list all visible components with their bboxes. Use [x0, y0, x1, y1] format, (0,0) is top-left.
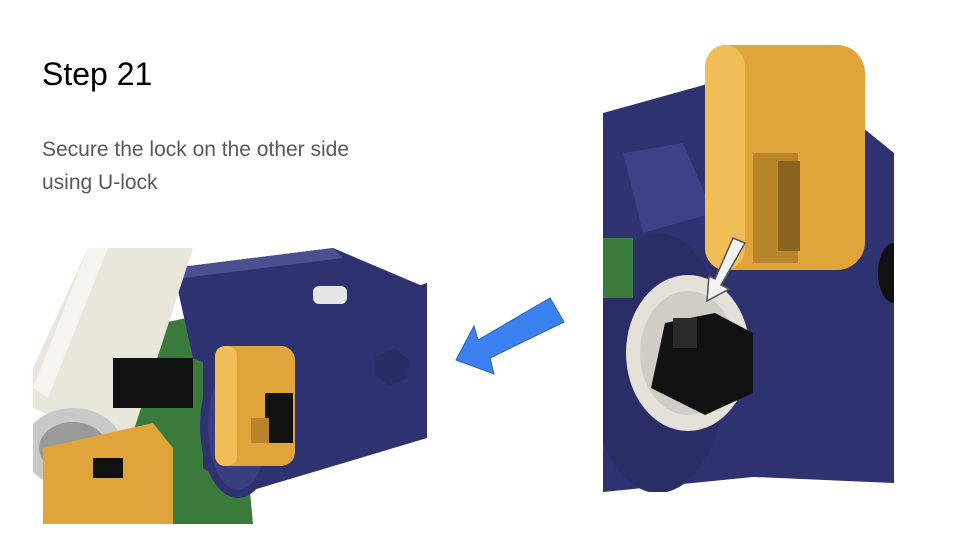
instruction-text: Secure the lock on the other side using … — [42, 138, 350, 194]
arrow-down-icon — [706, 237, 747, 303]
slide-title: Step 21 — [42, 56, 153, 92]
u-lock-closeup-image — [603, 43, 894, 492]
arrow-left-down-icon — [452, 296, 567, 376]
assembled-lock-image — [33, 248, 427, 524]
